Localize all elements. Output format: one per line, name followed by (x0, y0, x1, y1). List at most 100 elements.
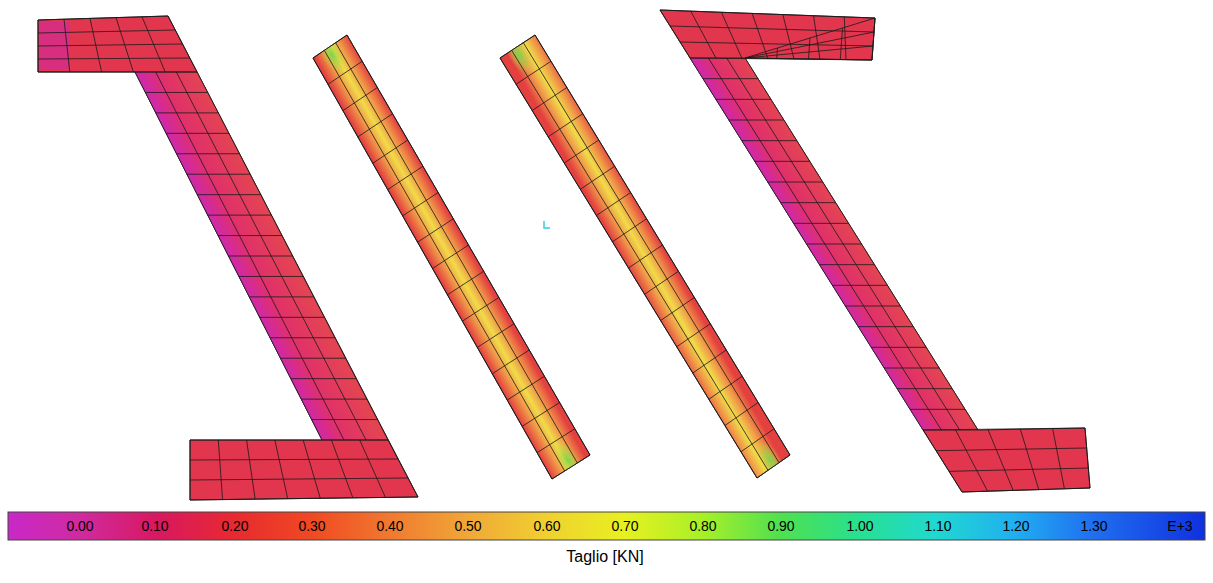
mesh-line (532, 88, 567, 111)
mesh-line (168, 16, 197, 72)
mesh-line (596, 193, 630, 216)
mesh-line (229, 256, 293, 257)
mesh-line (832, 285, 887, 286)
mesh-line (690, 58, 872, 60)
mesh-line (923, 430, 962, 492)
mesh-line (897, 388, 952, 389)
mesh-line (988, 429, 1013, 490)
mesh-line (190, 440, 388, 441)
mesh-line (38, 44, 183, 46)
mesh-line (516, 61, 551, 84)
mesh-line (725, 403, 758, 426)
scale-tick-label: 0.70 (611, 519, 638, 533)
mesh-line (291, 378, 356, 379)
mesh-line (781, 202, 836, 203)
mesh-line (809, 38, 811, 59)
mesh-line (38, 30, 175, 33)
mesh-line (1020, 429, 1039, 490)
mesh-line (872, 18, 875, 60)
mesh-line (645, 271, 679, 294)
mesh-line (871, 347, 926, 348)
mesh-line (331, 440, 352, 498)
mesh-line (729, 120, 784, 121)
mesh-line (239, 276, 303, 277)
mesh-line (190, 478, 408, 480)
mesh-line (328, 61, 362, 84)
scale-tick-label: 0.60 (533, 519, 560, 533)
mesh-line (742, 140, 797, 141)
mesh-line (190, 497, 418, 500)
mesh-line (844, 17, 846, 60)
mesh-line (343, 88, 378, 111)
mesh-line (693, 350, 727, 373)
scale-tick-label: 0.00 (66, 519, 93, 533)
mesh-line (301, 399, 367, 400)
mesh-line (721, 12, 742, 58)
mesh-line (500, 58, 757, 478)
scale-tick-label: 0.10 (141, 519, 168, 533)
mesh-line (190, 440, 191, 500)
mesh-line (197, 72, 388, 440)
mesh-line (819, 264, 874, 265)
mesh-line (38, 72, 197, 73)
mesh-line (703, 78, 758, 79)
mesh-line (249, 296, 313, 297)
mesh-line (716, 99, 771, 100)
mesh-line (612, 219, 646, 242)
mesh-line (709, 376, 742, 399)
mesh-line (629, 245, 663, 268)
scale-tick-label: 1.00 (846, 519, 873, 533)
mesh-line (135, 72, 322, 440)
mesh-line (313, 35, 347, 58)
mesh-line (776, 48, 778, 59)
scale-caption: Taglio [KN] (566, 549, 643, 565)
mesh-line (757, 455, 790, 478)
mesh-line (303, 440, 320, 498)
mesh-line (548, 114, 583, 137)
mesh-line (116, 18, 133, 72)
mesh-line (962, 488, 1090, 492)
mesh-line (156, 72, 344, 440)
mesh-line (690, 58, 923, 430)
scale-tick-label: 1.30 (1080, 519, 1107, 533)
mesh-line (768, 182, 823, 183)
mesh-line (1085, 428, 1090, 488)
mesh-line (814, 16, 820, 60)
mesh-line (783, 15, 794, 60)
mesh-line (858, 326, 913, 327)
mesh-line (840, 28, 842, 60)
mesh-line (156, 112, 218, 113)
mesh-line (727, 58, 960, 430)
scale-tick-label: E+3 (1167, 519, 1192, 533)
mesh-line (247, 440, 256, 499)
mesh-line (661, 298, 695, 321)
mesh-line (807, 244, 862, 245)
scale-tick-label: 0.50 (454, 519, 481, 533)
mesh-line (38, 58, 190, 59)
mesh-line (936, 448, 1087, 451)
mesh-line (313, 58, 552, 479)
mesh-line (64, 19, 70, 72)
scale-tick-label: 1.10 (924, 519, 951, 533)
mesh-line (523, 43, 779, 463)
mesh-line (176, 72, 366, 440)
mesh-line (741, 429, 774, 452)
mesh-line (580, 166, 614, 189)
color-scale-bar (8, 512, 1205, 540)
mesh-line (845, 306, 900, 307)
mesh-line (923, 428, 1085, 430)
scale-tick-label: 0.40 (376, 519, 403, 533)
mesh-line (336, 43, 578, 463)
scale-tick-label: 0.90 (767, 519, 794, 533)
mesh-line (190, 459, 398, 460)
mesh-line (142, 17, 165, 72)
mesh-line (90, 18, 102, 72)
mesh-line (197, 194, 260, 195)
mesh-line (949, 468, 1088, 471)
mesh-line (358, 114, 393, 137)
mesh-line (677, 324, 711, 347)
mesh-line (218, 440, 222, 500)
mesh-line (38, 16, 168, 20)
mesh-line (260, 317, 325, 318)
